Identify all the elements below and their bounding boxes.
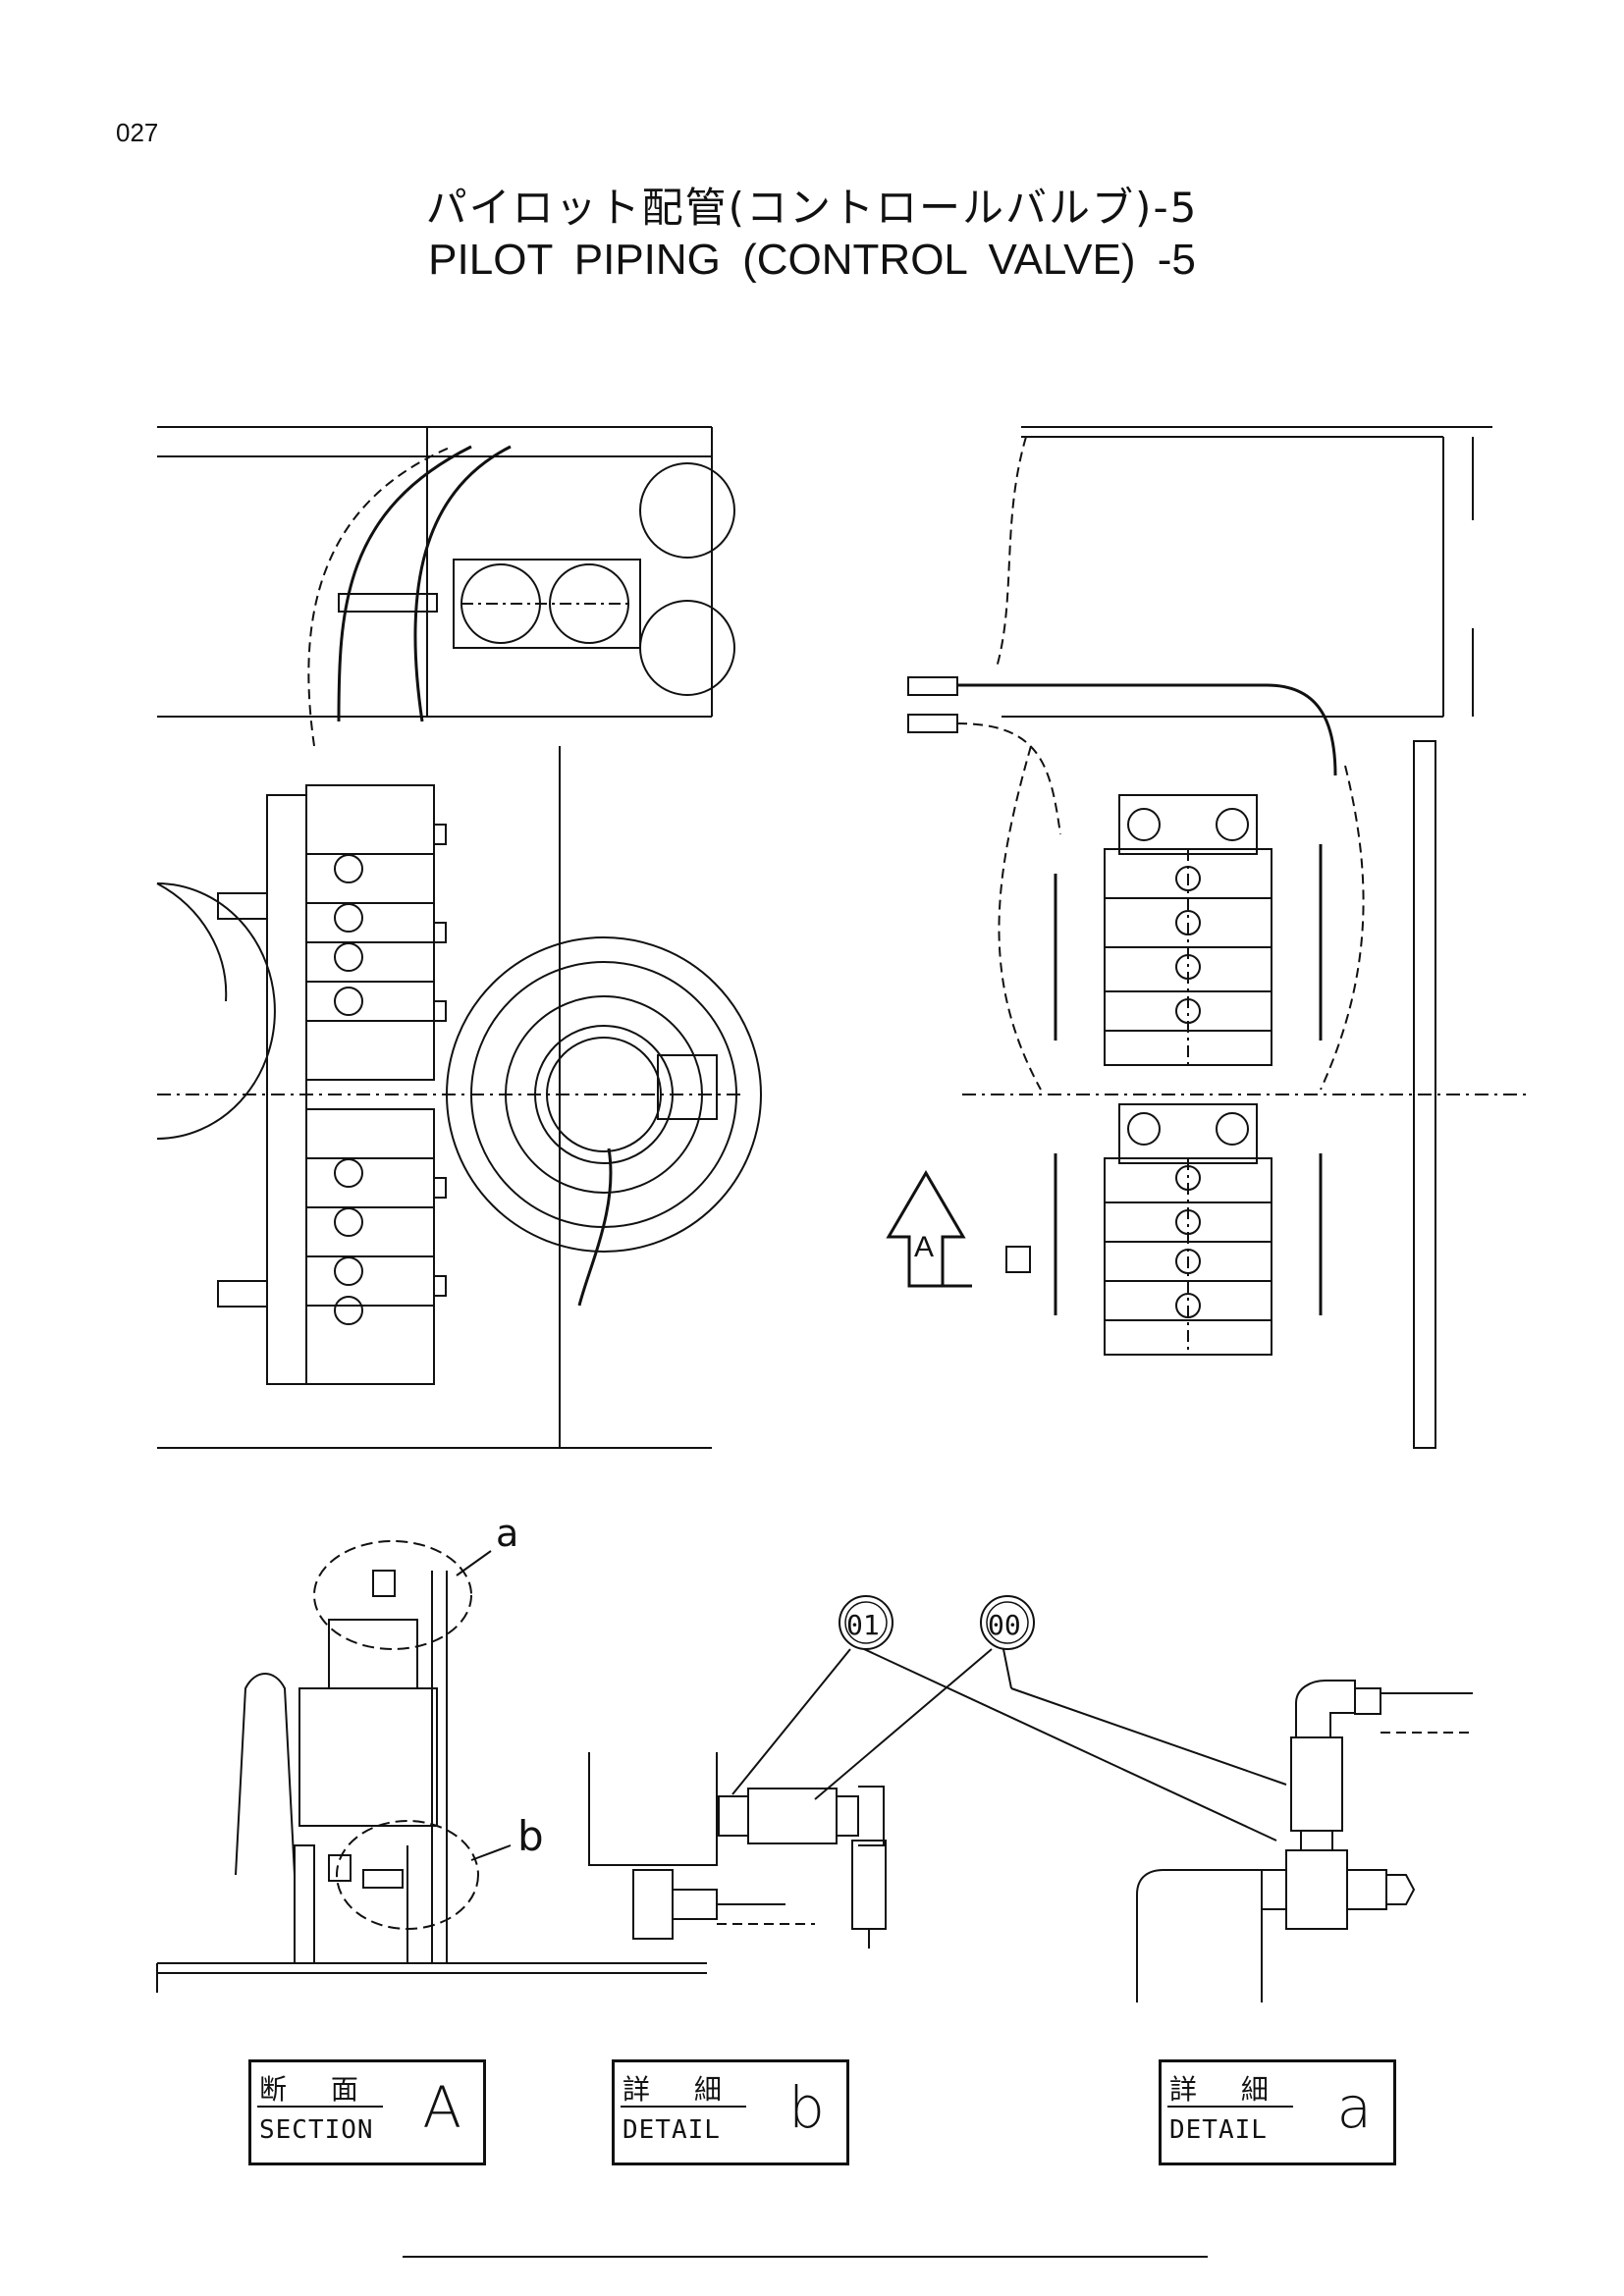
title-english: PILOT PIPING (CONTROL VALVE) -5 <box>428 236 1196 284</box>
detail-a-rule <box>1167 2106 1293 2108</box>
detail-a-english: DETAIL <box>1169 2115 1268 2145</box>
label-detail-a: 詳 細 DETAIL a <box>1159 2059 1396 2165</box>
footer-rule <box>403 2256 1208 2258</box>
label-detail-b: 詳 細 DETAIL b <box>612 2059 849 2165</box>
page-number: 027 <box>116 118 159 147</box>
detail-a-letter: a <box>1336 2074 1372 2141</box>
detail-b-japanese: 詳 細 <box>623 2073 739 2106</box>
detail-a-view <box>1136 1680 1473 2002</box>
view-arrow-a <box>886 1170 972 1288</box>
part-callout-00: 00 <box>988 1609 1021 1641</box>
title-japanese: パイロット配管(コントロールバルブ)-5 <box>425 184 1199 232</box>
detail-b-rule <box>621 2106 746 2108</box>
callout-letter-b: b <box>517 1812 544 1860</box>
top-right-view <box>907 426 1527 1449</box>
detail-b-letter: b <box>788 2074 825 2141</box>
part-callouts <box>731 1595 1287 1842</box>
detail-b-view <box>588 1752 887 1949</box>
part-callout-01: 01 <box>846 1609 880 1641</box>
section-a-view <box>156 1540 707 1993</box>
section-a-japanese: 断 面 <box>259 2073 376 2106</box>
view-arrow-letter: A <box>914 1231 935 1263</box>
top-left-view <box>156 426 762 1449</box>
detail-b-english: DETAIL <box>623 2115 721 2145</box>
label-section-a: 断 面 SECTION A <box>248 2059 486 2165</box>
detail-a-japanese: 詳 細 <box>1169 2073 1286 2106</box>
section-a-english: SECTION <box>259 2115 374 2145</box>
section-a-rule <box>257 2106 383 2108</box>
callout-letter-a: a <box>496 1512 518 1555</box>
section-a-letter: A <box>422 2074 461 2141</box>
